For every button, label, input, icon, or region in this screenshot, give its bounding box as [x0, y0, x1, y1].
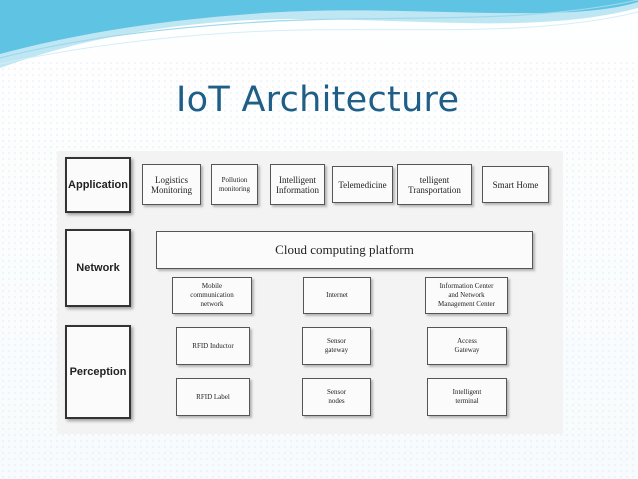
app-telemedicine: Telemedicine	[332, 166, 393, 203]
header-wave-decoration	[0, 0, 638, 68]
layer-perception: Perception	[65, 325, 131, 419]
page-title: IoT Architecture	[176, 80, 460, 120]
network-internet: Internet	[303, 277, 371, 314]
cloud-computing-platform: Cloud computing platform	[156, 231, 533, 269]
app-smart-home: Smart Home	[482, 166, 549, 203]
layer-application: Application	[65, 157, 131, 213]
perception-rfid-inductor: RFID Inductor	[176, 327, 250, 365]
iot-architecture-diagram: Application Network Perception Logistics…	[57, 151, 563, 434]
layer-network: Network	[65, 229, 131, 307]
perception-rfid-label: RFID Label	[176, 378, 250, 416]
